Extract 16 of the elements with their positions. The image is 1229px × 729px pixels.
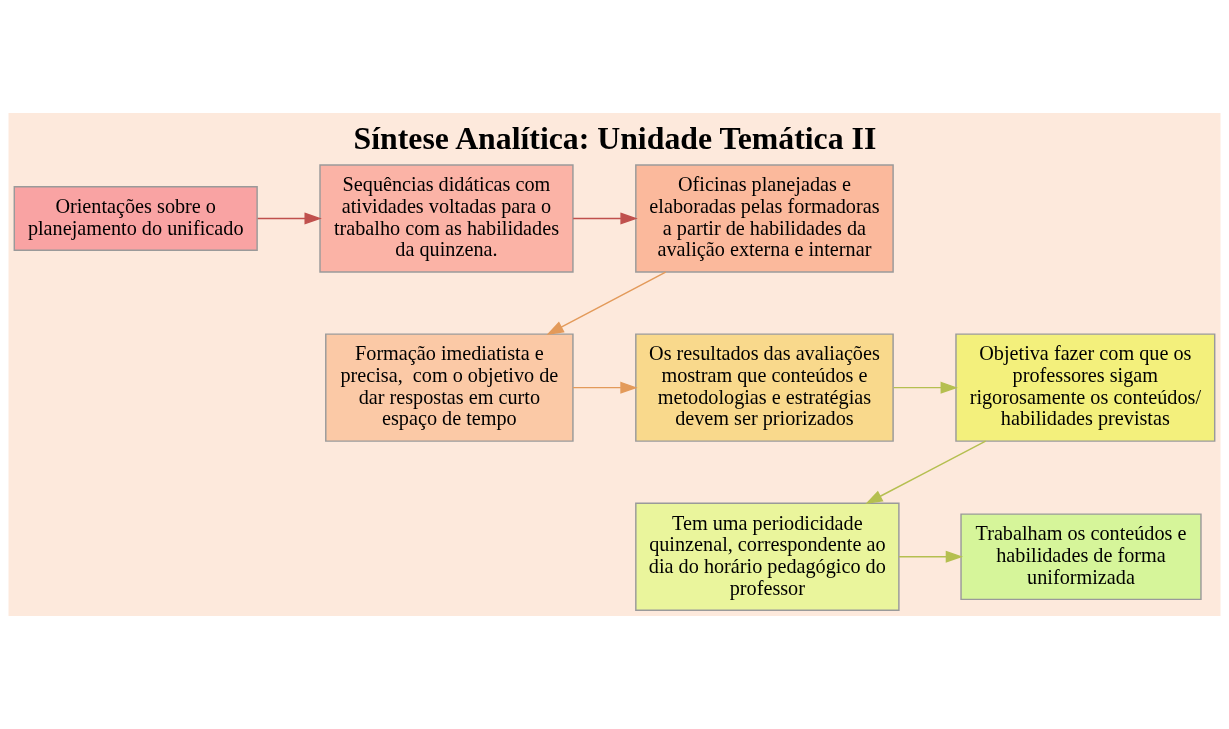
arrow xyxy=(892,381,958,394)
node-box: Objetiva fazer com que os professores sigam rigorosamente os conteúdos/ habilidades previstas xyxy=(955,333,1216,442)
arrow xyxy=(898,550,964,563)
arrow xyxy=(865,440,987,505)
arrow xyxy=(572,381,638,394)
node-box: Tem uma periodicidade quinzenal, correspondente ao dia do horário pedagógico do professor xyxy=(635,502,900,611)
node-box: Orientações sobre o planejamento do unificado xyxy=(13,186,258,252)
node-box: Formação imediatista e precisa, com o objetivo de dar respostas em curto espaço de tempo xyxy=(325,333,574,442)
node-box: Sequências didáticas com atividades voltadas para o trabalho com as habilidades da quinzena. xyxy=(319,164,574,273)
arrow xyxy=(572,212,638,225)
arrow xyxy=(546,271,667,335)
diagram-title: Síntese Analítica: Unidade Temática II xyxy=(353,120,877,156)
arrow xyxy=(256,212,322,225)
node-box: Os resultados das avaliações mostram que conteúdos e metodologias e estratégias devem ser priorizados xyxy=(635,333,894,442)
node-box: Trabalham os conteúdos e habilidades de forma uniformizada xyxy=(960,513,1202,601)
node-box: Oficinas planejadas e elaboradas pelas formadoras a partir de habilidades da avalição externa e internar xyxy=(635,164,894,273)
